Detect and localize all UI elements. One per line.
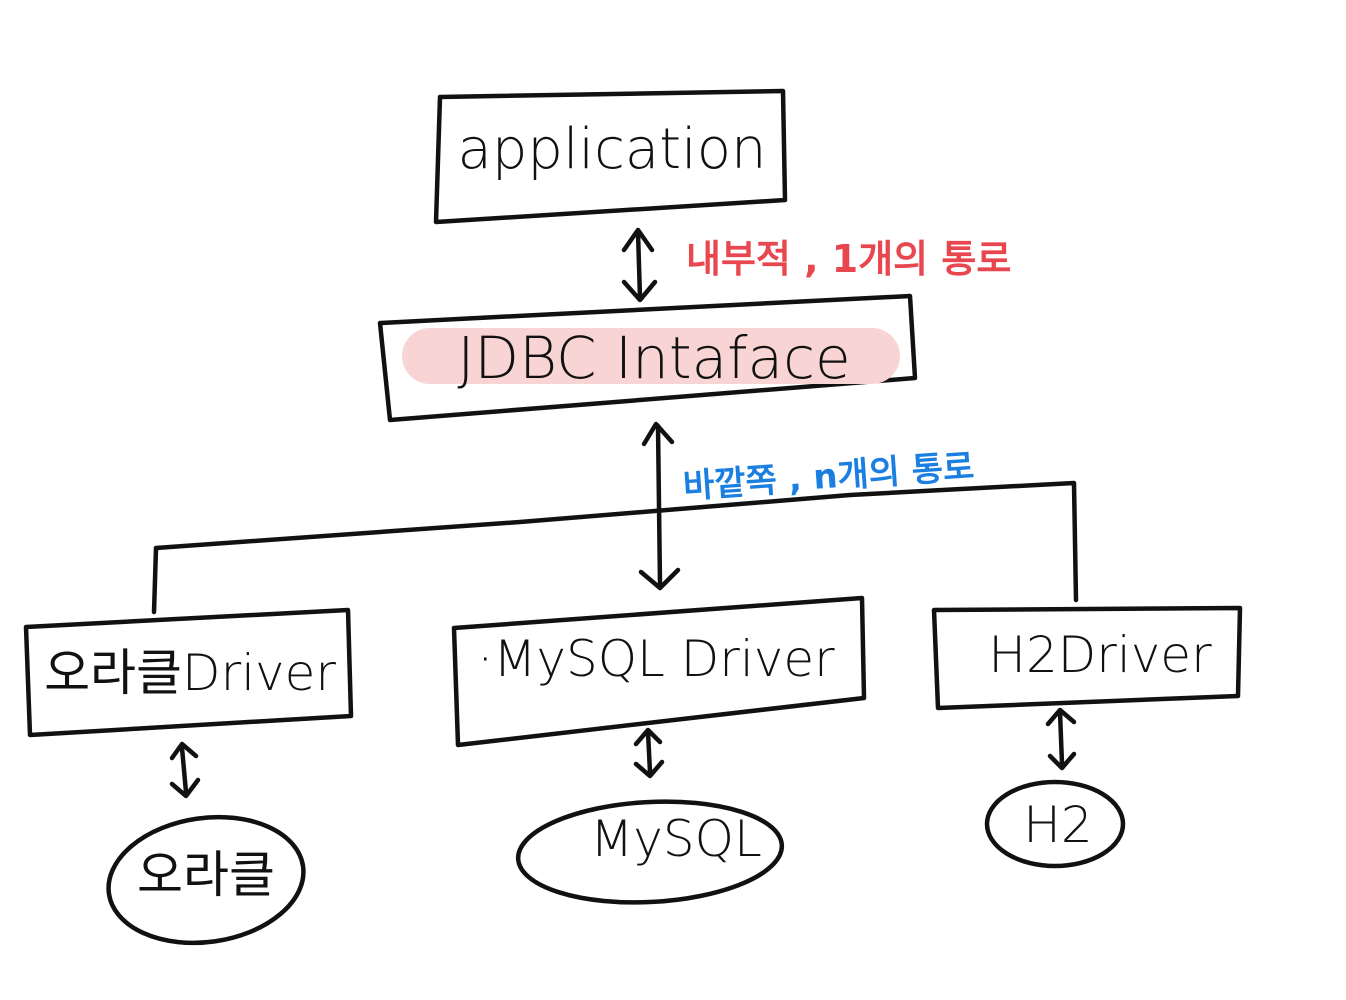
- jdbc-highlight: [402, 328, 900, 384]
- mysql-driver-label: ·MySQL Driver: [477, 630, 835, 688]
- inner-note: 내부적 , 1개의 통로: [686, 237, 1011, 281]
- oracle-db-ellipse: [106, 814, 306, 946]
- branch-connector: [151, 480, 1079, 615]
- mysql-driver-box: [451, 595, 867, 748]
- application-box: [433, 88, 788, 225]
- oracle-driver-box: [23, 607, 354, 738]
- h2-driver-label: H2Driver: [988, 626, 1212, 684]
- mysql-db-ellipse: [515, 799, 785, 905]
- h2-db-ellipse: [984, 779, 1126, 869]
- jdbc-interface-box: [377, 293, 918, 423]
- h2-driver-box: [931, 605, 1243, 711]
- jdbc-interface-label: JDBC Intaface: [457, 324, 850, 392]
- mysql-arrow: [633, 727, 665, 779]
- oracle-driver-label: 오라클Driver: [44, 644, 336, 702]
- oracle-db-label: 오라클: [137, 846, 275, 904]
- jdbc-drivers-arrow: [638, 421, 681, 591]
- mysql-db-label: MySQL: [590, 810, 762, 868]
- h2-db-label: H2: [1023, 796, 1092, 854]
- oracle-arrow: [169, 741, 201, 799]
- application-label: application: [458, 117, 767, 182]
- h2-arrow: [1045, 707, 1077, 771]
- app-jdbc-arrow: [621, 227, 658, 303]
